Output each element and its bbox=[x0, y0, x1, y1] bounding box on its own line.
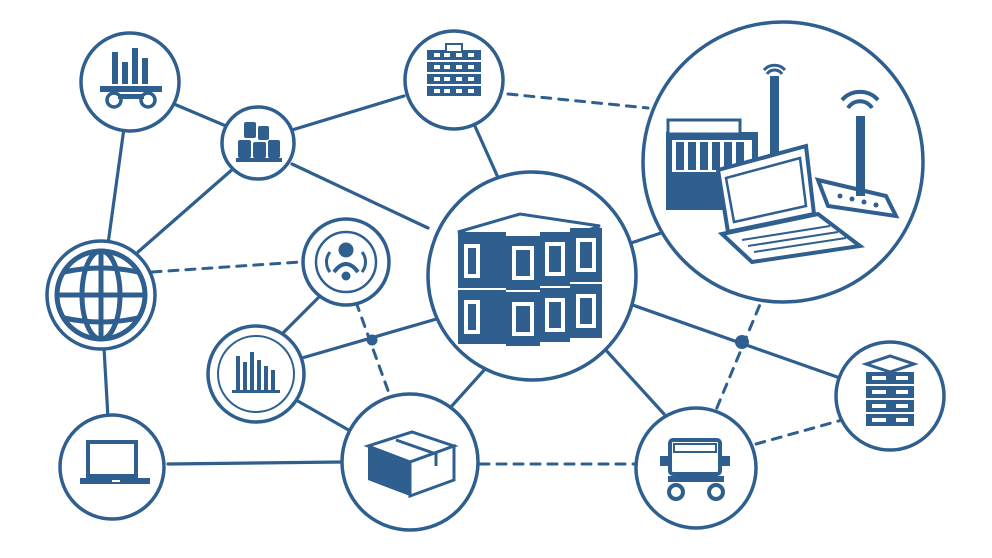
link-person-barchart bbox=[278, 294, 322, 338]
link-barrels-globe bbox=[136, 166, 236, 254]
link-person-package bbox=[354, 300, 392, 398]
link-laptop-package bbox=[166, 460, 344, 466]
junction-dot bbox=[366, 334, 378, 346]
globe-node[interactable] bbox=[45, 239, 157, 351]
factory-laptop-router-icon bbox=[666, 63, 900, 265]
link-globe-laptop bbox=[102, 346, 110, 420]
link-hub-factory bbox=[626, 230, 666, 246]
person-sensor-node[interactable] bbox=[301, 217, 391, 307]
globe-icon bbox=[54, 248, 148, 342]
link-forklift-barrels bbox=[172, 102, 228, 128]
link-barrels-hub bbox=[290, 162, 430, 230]
bar-chart-node[interactable] bbox=[206, 324, 306, 424]
link-globe-person bbox=[150, 260, 302, 274]
junction-dot bbox=[735, 335, 749, 349]
laptop-node[interactable] bbox=[58, 413, 166, 521]
bar-chart-icon bbox=[217, 335, 295, 413]
database-node[interactable] bbox=[834, 340, 946, 452]
link-hub-database bbox=[622, 300, 842, 380]
link-hub-package bbox=[448, 366, 488, 410]
database-icon bbox=[861, 354, 919, 426]
person-signal-icon bbox=[314, 230, 378, 294]
laptop-icon bbox=[80, 440, 150, 484]
server-stack-node[interactable] bbox=[403, 29, 505, 131]
barrels-node[interactable] bbox=[220, 105, 296, 181]
link-server-hub bbox=[472, 122, 502, 184]
forklift-chart-icon bbox=[100, 48, 162, 109]
link-factory-cart bbox=[714, 288, 768, 412]
factory-laptop-router-node[interactable] bbox=[641, 20, 925, 304]
dashed-lines bbox=[150, 92, 844, 466]
cart-robot-node[interactable] bbox=[634, 406, 758, 530]
link-forklift-globe bbox=[106, 126, 126, 246]
cart-icon bbox=[660, 438, 730, 501]
stacked-boxes-icon bbox=[457, 212, 602, 346]
link-barrels-server bbox=[290, 94, 406, 132]
link-cart-database bbox=[754, 418, 844, 446]
link-barchart-package bbox=[294, 398, 354, 434]
link-server-factory bbox=[506, 92, 650, 110]
connection-lines bbox=[102, 94, 842, 466]
central-cube-hub-node[interactable] bbox=[426, 170, 638, 382]
package-icon bbox=[363, 430, 459, 499]
package-node[interactable] bbox=[340, 392, 480, 532]
forklift-node[interactable] bbox=[79, 31, 181, 133]
barrels-icon bbox=[236, 122, 282, 162]
server-stack-icon bbox=[427, 43, 481, 96]
link-cart-hub bbox=[602, 346, 666, 416]
